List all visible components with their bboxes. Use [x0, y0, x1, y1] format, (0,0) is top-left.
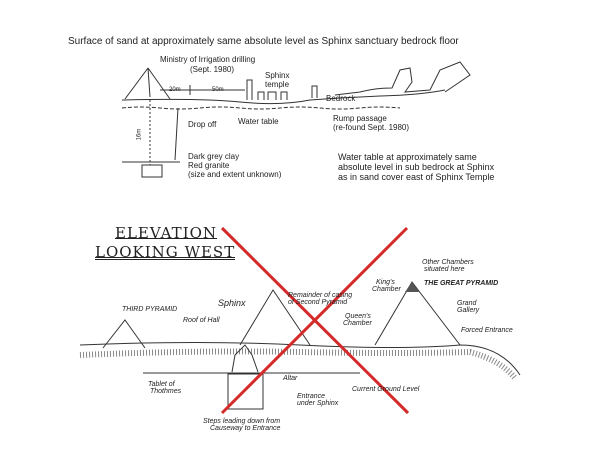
label-casing: Remainder of casing	[288, 292, 353, 299]
elevation-subtitle: LOOKING WEST	[95, 243, 236, 261]
drop-off-line	[174, 107, 179, 161]
label-steps: Causeway to Entrance	[210, 425, 281, 432]
label-clay: Dark grey clay	[188, 152, 240, 161]
label-great-pyramid: THE GREAT PYRAMID	[424, 280, 499, 287]
granite-block	[141, 164, 163, 178]
top-caption: Surface of sand at approximately same ab…	[68, 36, 459, 47]
label-rump-passage: Rump passage	[333, 114, 387, 123]
temple	[246, 79, 318, 100]
distance-line	[160, 85, 245, 95]
label-entrance: Entrance	[297, 393, 326, 400]
third-pyramid	[102, 319, 146, 349]
label-other-chambers: Other Chambers	[422, 259, 474, 266]
label-sphinx-temple: Sphinx	[265, 71, 290, 80]
label-casing: of Second Pyramid	[288, 299, 348, 306]
label-queens-chamber: Queen's	[345, 313, 371, 320]
label-roof-hall: Roof of Hall	[183, 317, 220, 324]
label-sphinx: Sphinx	[218, 298, 246, 308]
label-steps: Steps leading down from	[203, 418, 281, 425]
label-50m: 50m	[212, 87, 224, 93]
label-third-pyramid: THIRD PYRAMID	[122, 306, 178, 313]
label-queens-chamber: Chamber	[343, 320, 372, 327]
label-tablet: Thothmes	[150, 388, 182, 395]
sphinx-pit	[227, 373, 264, 410]
label-depth: 16m	[136, 128, 143, 141]
water-note-line: absolute level in sub bedrock at Sphinx	[338, 162, 495, 172]
label-granite: Red granite	[188, 161, 230, 170]
label-kings-chamber: Chamber	[372, 286, 401, 293]
drilling-rig	[124, 67, 171, 100]
water-note-line: Water table at approximately same	[338, 152, 477, 162]
label-sphinx-temple: temple	[265, 80, 290, 89]
label-other-chambers: situated here	[424, 266, 465, 273]
label-altar: Altar	[283, 375, 298, 382]
label-grand-gallery: Gallery	[457, 307, 480, 314]
second-pyramid	[239, 289, 311, 346]
label-kings-chamber: King's	[376, 279, 395, 286]
ground-hatch	[79, 348, 518, 380]
label-drop-off: Drop off	[188, 120, 217, 129]
water-line	[121, 106, 401, 110]
label-20m: 20m	[169, 87, 181, 93]
label-drilling: Ministry of Irrigation drilling	[160, 55, 256, 64]
sphinx-figure	[231, 344, 259, 373]
label-granite-note: (size and extent unknown)	[188, 170, 282, 179]
red-cross-line	[220, 226, 409, 415]
label-rump-date: (re-found Sept. 1980)	[333, 123, 410, 132]
sand-surface	[121, 89, 446, 105]
elevation-title: ELEVATION	[115, 224, 218, 242]
label-ground-level: Current Ground Level	[352, 386, 420, 393]
label-bedrock: Bedrock	[326, 94, 356, 103]
ground-surface	[79, 342, 521, 376]
label-entrance: under Sphinx	[297, 400, 339, 407]
label-water-table: Water table	[238, 117, 279, 126]
water-note-line: as in sand cover east of Sphinx Temple	[338, 172, 495, 182]
label-forced-entrance: Forced Entrance	[461, 327, 513, 334]
label-drilling-date: (Sept. 1980)	[190, 65, 235, 74]
label-grand-gallery: Grand	[457, 300, 477, 307]
great-pyramid-cap	[405, 282, 419, 292]
label-tablet: Tablet of	[148, 381, 175, 388]
sphinx-outline	[334, 61, 471, 96]
